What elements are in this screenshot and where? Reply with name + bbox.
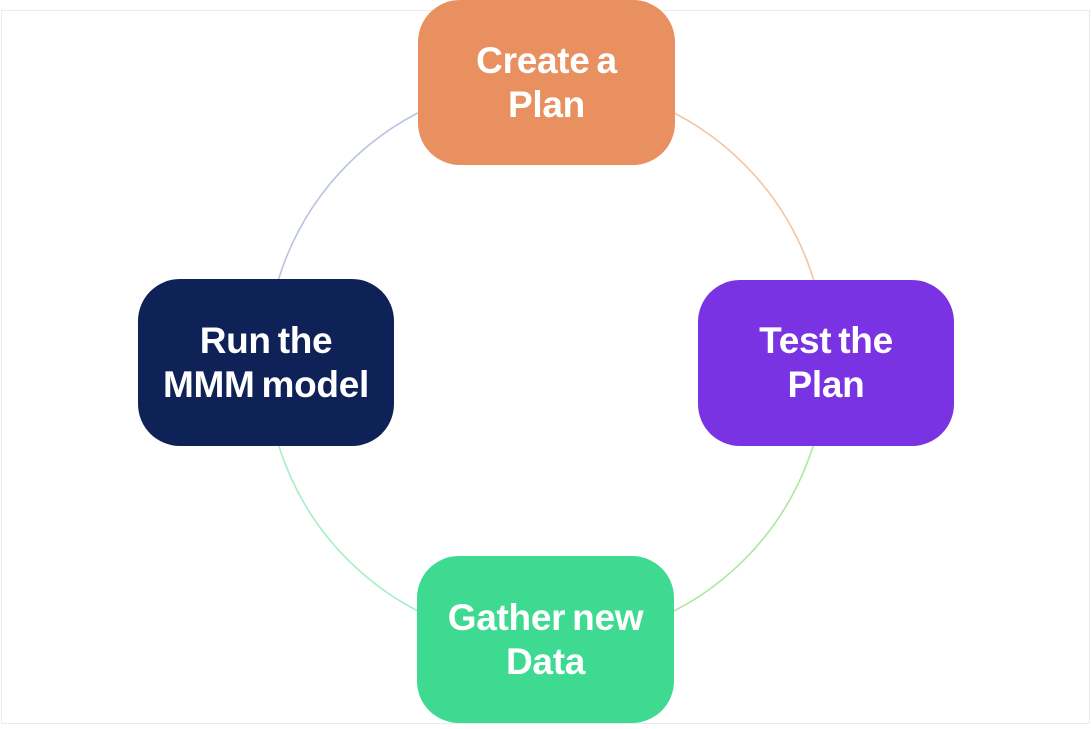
node-create-a-plan-label: Create a Plan <box>476 39 617 125</box>
node-run-the-mmm-model-label: Run the MMM model <box>162 319 369 405</box>
node-gather-new-data: Gather new Data <box>417 556 674 723</box>
node-test-the-plan: Test the Plan <box>698 280 954 446</box>
node-gather-new-data-label: Gather new Data <box>447 596 644 682</box>
node-run-the-mmm-model: Run the MMM model <box>138 279 394 446</box>
node-create-a-plan: Create a Plan <box>418 0 675 165</box>
node-test-the-plan-label: Test the Plan <box>759 320 893 405</box>
